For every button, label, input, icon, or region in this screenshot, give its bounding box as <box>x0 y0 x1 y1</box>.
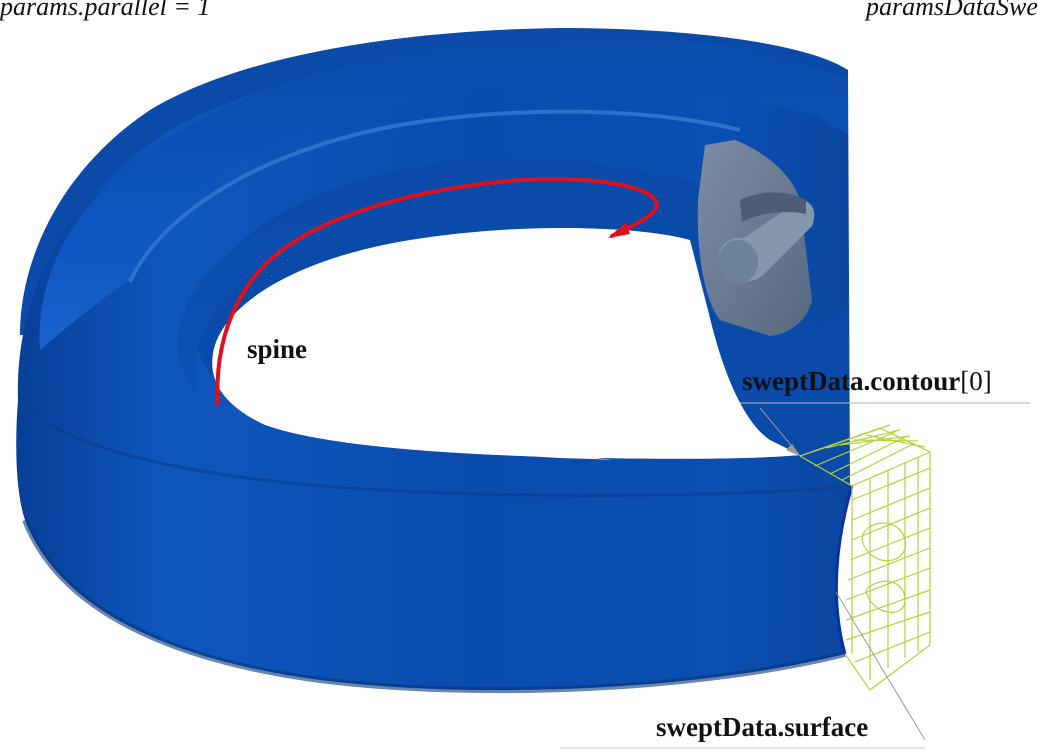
cut-face-front-edge <box>834 485 854 655</box>
ring-inner-wall <box>177 166 705 400</box>
header-left-text: params.parallel = 1 <box>0 0 211 21</box>
ring-outer-shade <box>22 518 846 694</box>
ring-hole <box>212 227 801 459</box>
cut-face-cylinder-end <box>718 240 758 284</box>
ring-outer-rim <box>20 399 853 497</box>
surface-leader <box>835 591 926 741</box>
cut-face-groove <box>740 192 806 222</box>
contour-label-index: [0] <box>960 366 992 396</box>
spine-label: spine <box>247 334 308 364</box>
ring-inner-highlight <box>128 109 741 283</box>
surface-label: sweptData.surface <box>656 712 869 742</box>
ring-top-face <box>39 41 848 351</box>
ring-body <box>16 40 852 691</box>
header-right-text: paramsDataSweep = 0 <box>866 0 1038 21</box>
spine-curve <box>215 177 659 406</box>
contour-leader-arrow <box>786 444 800 456</box>
spine-arrowhead <box>608 222 630 238</box>
contour-label-main: sweptData.contour <box>742 366 961 396</box>
swept-contour-wireframe <box>799 424 931 691</box>
contour-label: sweptData.contour[0] <box>742 366 992 397</box>
